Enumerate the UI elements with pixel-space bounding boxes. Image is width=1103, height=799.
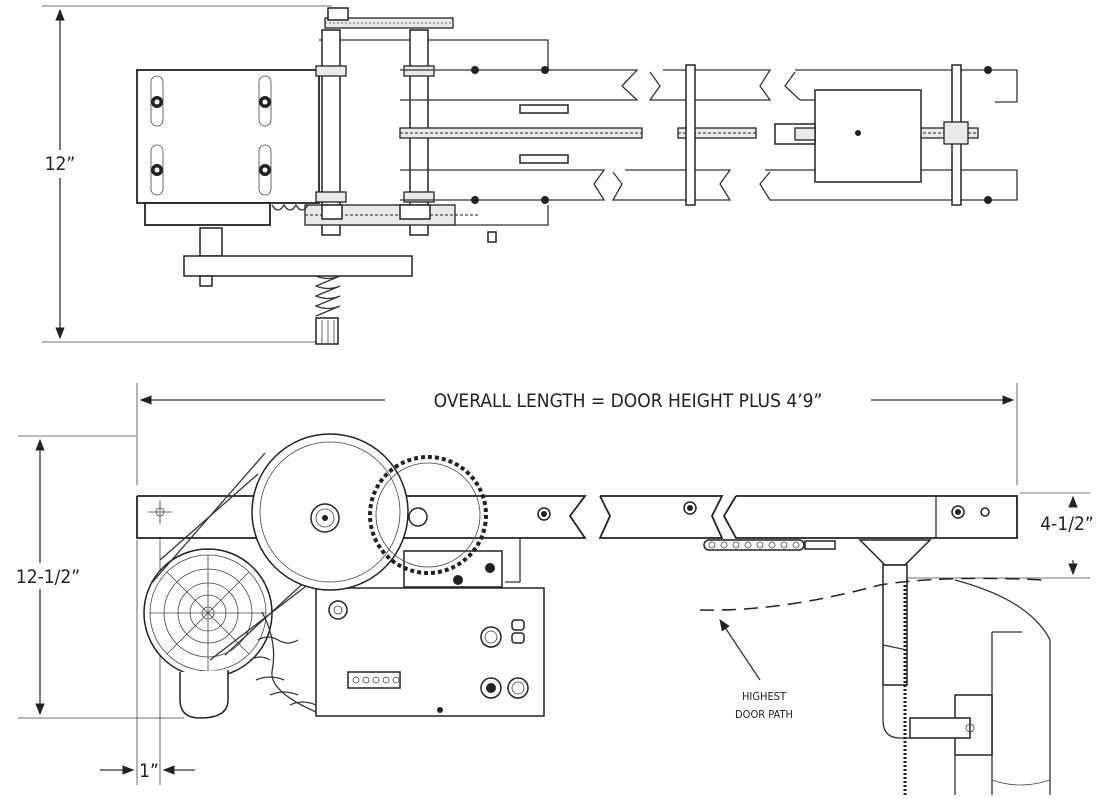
trolley <box>814 89 922 183</box>
side-view: OVERALL LENGTH = DOOR HEIGHT PLUS 4’9” 1… <box>8 383 1094 795</box>
motor-pulley <box>143 548 273 678</box>
terminal-strip <box>347 671 401 689</box>
side-height-label: 12-1/2” <box>16 566 80 588</box>
rail-section-mid <box>598 495 724 539</box>
right-offset-label: 4-1/2” <box>1040 513 1093 535</box>
brake-spring <box>314 275 341 345</box>
rail-bottom <box>400 169 1018 201</box>
drive-pulley <box>251 433 409 591</box>
control-box <box>315 587 545 717</box>
drive-shaft-1 <box>321 29 341 236</box>
rail-top <box>400 69 1018 103</box>
door-panel <box>909 579 1051 795</box>
door-path-label-1: HIGHEST <box>742 690 787 703</box>
right-offset-dimension: 4-1/2” <box>905 492 1094 579</box>
top-height-dimension: 12” <box>38 5 332 343</box>
rail-chain <box>703 539 836 551</box>
side-height-dimension: 12-1/2” <box>8 435 184 719</box>
top-view: 12” <box>38 5 1018 345</box>
brake-arm <box>183 255 413 277</box>
overall-length-dimension: OVERALL LENGTH = DOOR HEIGHT PLUS 4’9” <box>136 383 1018 485</box>
top-height-label: 12” <box>45 153 76 175</box>
trolley-bracket <box>858 539 932 566</box>
chain-sprocket <box>368 455 488 575</box>
mounting-slots <box>150 75 272 196</box>
motor-base <box>144 202 271 226</box>
mounting-plate <box>136 69 320 204</box>
rail-section-end <box>722 495 1018 539</box>
highest-door-path <box>699 577 1046 611</box>
overall-length-label: OVERALL LENGTH = DOOR HEIGHT PLUS 4’9” <box>434 390 823 412</box>
door-path-label-2: DOOR PATH <box>735 708 793 721</box>
bottom-offset-label: 1” <box>139 760 159 782</box>
